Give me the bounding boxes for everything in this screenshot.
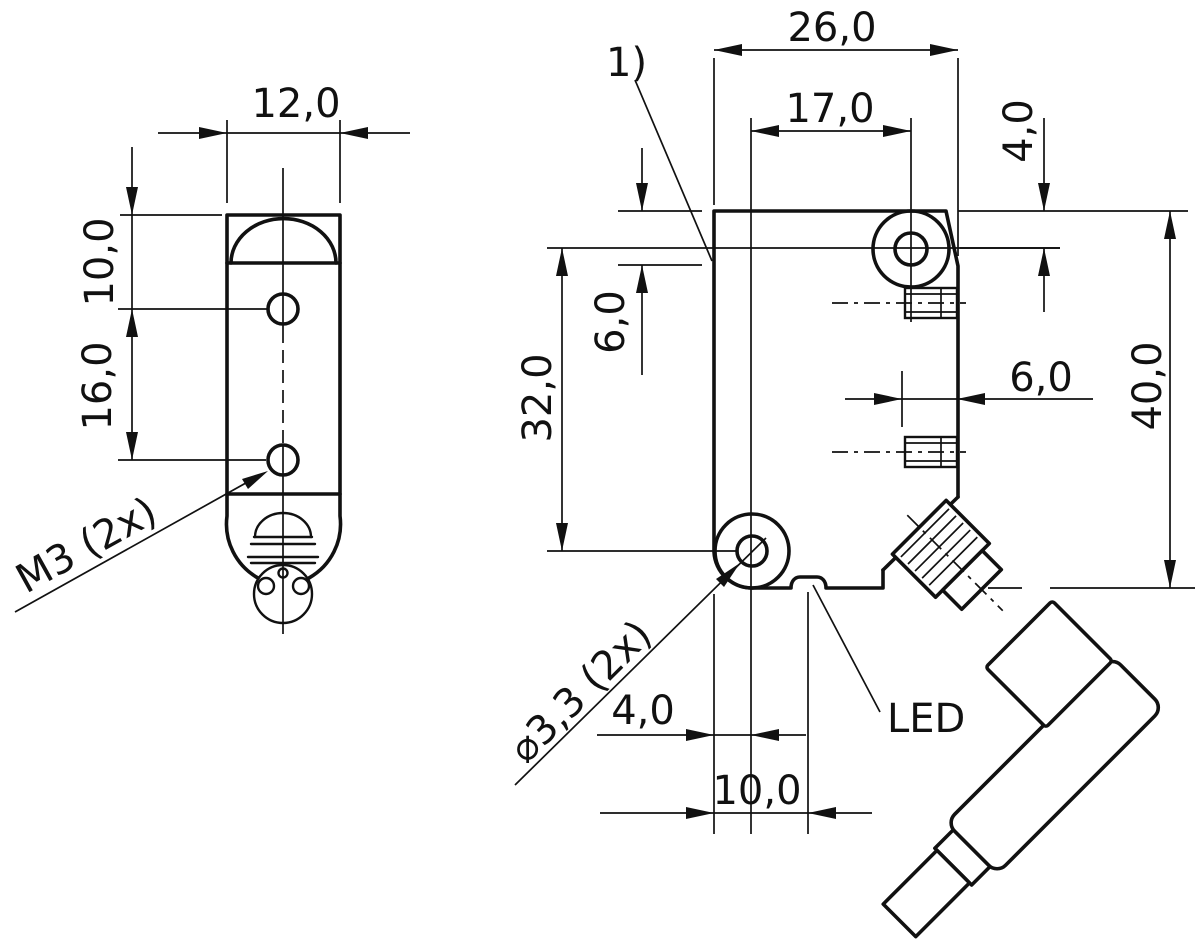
dim-optical-axis-offset-text: 6,0 xyxy=(588,290,634,354)
dim-hole-top-offset-text: 4,0 xyxy=(996,99,1042,163)
dim-height-text: 40,0 xyxy=(1125,341,1171,430)
cup-right-edge xyxy=(307,492,343,580)
dim-led-offset-text: 10,0 xyxy=(712,768,801,814)
dim-side-chain: 10,0 16,0 xyxy=(75,147,267,461)
dim-26-arrow-left xyxy=(714,44,742,56)
dim-hole-left-offset-text: 4,0 xyxy=(611,688,675,734)
connector-pin-right xyxy=(291,576,311,596)
footnote-callout: 1) xyxy=(606,40,713,262)
dim-17-arrow-left xyxy=(751,125,779,137)
dim-thread-depth-text: 6,0 xyxy=(1009,355,1073,401)
dim-12-arrow-left xyxy=(199,127,227,139)
dim-front-width-text: 26,0 xyxy=(787,5,876,51)
thread-leader-arrow xyxy=(242,471,268,489)
dim-lens-height-text: 10,0 xyxy=(77,217,123,306)
hole-leader-arrow xyxy=(716,563,740,587)
dim-10b-arrow-left xyxy=(686,807,714,819)
thread-insert-upper xyxy=(832,286,966,320)
thread-label-text: M3 (2x) xyxy=(9,488,165,602)
dim-led-offset: 10,0 xyxy=(600,592,872,834)
dim-40-arrow-up xyxy=(1164,211,1176,239)
dim-40-arrow-down xyxy=(1164,560,1176,588)
led-callout: LED xyxy=(812,584,965,742)
insert-thread-lines-1 xyxy=(905,293,957,313)
dim-6-arrow-up xyxy=(636,265,648,293)
dim-front-width: 26,0 xyxy=(713,5,959,256)
dim-12-arrow-right xyxy=(340,127,368,139)
dim-32-arrow-up xyxy=(556,248,568,276)
dim-16-arrow-top xyxy=(126,309,138,337)
dim-height: 40,0 xyxy=(1125,211,1176,588)
dim-hole-spacing-y: 32,0 xyxy=(515,248,737,552)
front-view: 26,0 17,0 4,0 6,0 xyxy=(501,5,1195,939)
dim-17-arrow-right xyxy=(883,125,911,137)
dim-32-arrow-down xyxy=(556,523,568,551)
dim-side-width-text: 12,0 xyxy=(251,81,340,127)
dim-6-arrow-down xyxy=(636,183,648,211)
dim-6b-arrow-left xyxy=(874,393,902,405)
dim-6-ticks xyxy=(618,210,702,266)
dim-26-arrow-right xyxy=(930,44,958,56)
dim-4-arrow-down xyxy=(1038,183,1050,211)
dim-10-arrow-top xyxy=(126,187,138,215)
thread-leader-line xyxy=(14,473,263,613)
footnote-leader-line xyxy=(634,79,713,262)
dim-thread-depth: 6,0 xyxy=(845,355,1093,427)
dim-hole-left-offset: 4,0 xyxy=(597,594,806,834)
dim-hole-top-offset: 4,0 xyxy=(960,99,1060,312)
cup-left-edge xyxy=(224,492,260,580)
dim-26-extension-lines xyxy=(713,58,959,256)
dim-hole-spacing-text: 16,0 xyxy=(75,341,121,430)
thread-insert-lower xyxy=(832,435,966,469)
dim-6b-arrow-right xyxy=(957,393,985,405)
led-label-text: LED xyxy=(887,696,965,742)
dim-hole-spacing-x-text: 17,0 xyxy=(785,86,874,132)
dim-4b-arrow-left xyxy=(686,729,714,741)
plug-cable-boot xyxy=(881,848,972,939)
plug-head xyxy=(985,600,1113,728)
dim-4-arrow-up xyxy=(1038,248,1050,276)
footnote-text: 1) xyxy=(606,40,647,86)
led-leader-line xyxy=(812,584,881,713)
dim-optical-axis-offset: 6,0 xyxy=(588,148,702,375)
m8-axis-centerline xyxy=(906,514,1004,612)
side-view: 12,0 10,0 16,0 M3 (2x) xyxy=(9,81,410,634)
dim-side-width: 12,0 xyxy=(158,81,410,203)
dim-hole-spacing-y-text: 32,0 xyxy=(515,353,561,442)
dim-10b-arrow-right xyxy=(808,807,836,819)
hole-diameter-callout: ⌀3,3 (2x) xyxy=(501,537,767,786)
m8-connector-assembly xyxy=(881,498,1161,939)
connector-pin-left xyxy=(256,576,276,596)
dim-hole-spacing-x: 17,0 xyxy=(751,86,911,137)
insert-thread-lines-2 xyxy=(905,442,957,462)
dim-16-arrow-bottom xyxy=(126,432,138,460)
dim-4b-arrow-right xyxy=(751,729,779,741)
